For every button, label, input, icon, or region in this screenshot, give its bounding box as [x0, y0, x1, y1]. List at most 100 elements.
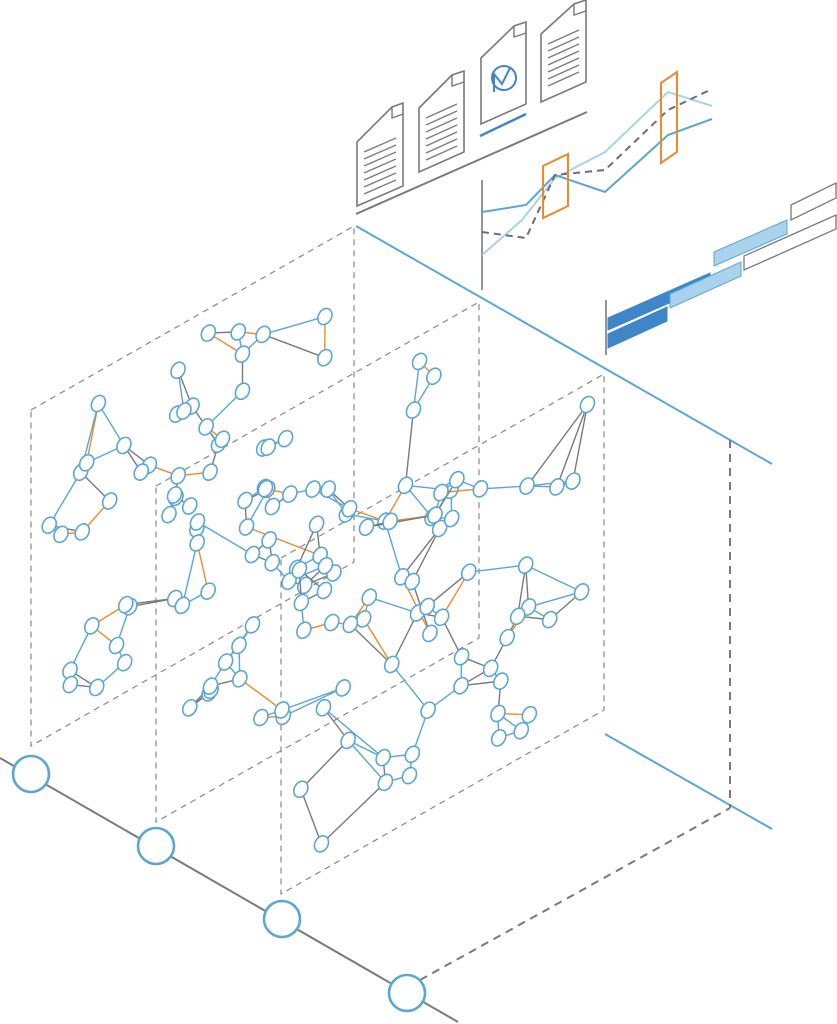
network-node: [355, 610, 372, 628]
network-node: [296, 621, 312, 640]
network-layer: [174, 352, 460, 727]
network-node: [170, 466, 187, 485]
network-edge: [556, 404, 589, 488]
network-node: [260, 438, 277, 457]
bar-segment: [713, 219, 788, 267]
network-node: [189, 534, 206, 552]
timeline-marker[interactable]: [11, 754, 51, 794]
network-edge: [97, 403, 125, 446]
network-edge: [246, 526, 321, 557]
network-node: [443, 509, 460, 528]
network-node: [411, 352, 428, 371]
network-node: [382, 512, 399, 531]
network-node: [244, 545, 261, 564]
line-chart-panel: [481, 70, 713, 290]
network-edge: [300, 739, 349, 790]
network-node: [425, 367, 442, 386]
network-edge: [196, 542, 209, 592]
network-node: [427, 506, 443, 524]
document-icon: [356, 101, 404, 208]
network-node: [202, 463, 218, 481]
network-node: [517, 556, 534, 574]
network-node: [521, 705, 538, 724]
documents-baseline: [355, 111, 588, 215]
network-node: [315, 698, 332, 717]
network-node: [565, 472, 581, 490]
network-node: [490, 704, 506, 723]
network-node: [453, 676, 469, 695]
network-node: [509, 607, 526, 626]
bar-chart-panel: [605, 181, 837, 355]
network-node: [419, 597, 436, 616]
network-edge: [404, 409, 415, 486]
network-node: [482, 659, 499, 678]
network-node: [274, 701, 290, 719]
network-edge: [349, 623, 393, 665]
network-edge: [528, 591, 582, 608]
network-edge: [411, 528, 441, 582]
network-node: [237, 491, 253, 510]
chart-highlight-box: [542, 152, 569, 220]
network-node: [264, 553, 281, 572]
network-node: [264, 497, 281, 516]
network-node: [200, 324, 217, 342]
network-node: [573, 583, 590, 601]
network-node: [472, 480, 489, 498]
network-node: [422, 624, 438, 643]
network-node: [238, 518, 255, 536]
network-node: [358, 518, 375, 537]
network-node: [133, 463, 150, 481]
network-edge: [384, 520, 403, 577]
network-edge: [391, 664, 429, 711]
network-edge: [347, 739, 386, 783]
network-node: [404, 572, 421, 591]
bar-segment: [790, 181, 837, 222]
network-edge: [282, 687, 344, 717]
network-node: [198, 418, 215, 436]
network-node: [202, 677, 219, 695]
network-edge: [262, 333, 326, 359]
network-node: [499, 628, 516, 647]
network-node: [277, 429, 294, 448]
network-node: [340, 731, 356, 750]
network-edge: [262, 315, 326, 336]
network-node: [170, 361, 186, 380]
layer-frame-3: [280, 372, 605, 896]
document-icon: [418, 69, 465, 174]
network-edge: [401, 528, 441, 578]
network-node: [161, 505, 177, 524]
network-node: [316, 581, 333, 600]
network-node: [88, 678, 105, 697]
network-edge: [369, 596, 418, 614]
timeline-marker[interactable]: [387, 973, 427, 1013]
network-node: [453, 647, 470, 666]
network-node: [335, 679, 352, 697]
network-node: [90, 394, 107, 413]
network-node: [282, 485, 298, 503]
network-node: [244, 616, 261, 634]
network-node: [174, 596, 191, 615]
network-node: [83, 617, 100, 635]
network-node: [230, 323, 247, 341]
network-node: [433, 483, 449, 502]
network-node: [234, 382, 251, 401]
network-node: [549, 478, 565, 496]
network-node: [200, 582, 217, 600]
network-edge: [525, 564, 582, 593]
network-node: [217, 653, 234, 671]
network-node: [78, 453, 95, 472]
network-node: [317, 556, 334, 575]
network-edge: [320, 781, 386, 845]
network-node: [375, 748, 392, 767]
network-node: [231, 636, 247, 655]
network-node: [420, 701, 436, 720]
network-node: [166, 486, 183, 504]
timeline-marker[interactable]: [262, 899, 302, 939]
network-node: [116, 653, 133, 672]
network-node: [257, 479, 274, 498]
network-node: [323, 613, 340, 632]
network-node: [405, 401, 422, 419]
timeline-marker[interactable]: [136, 826, 176, 866]
bar-segment: [607, 306, 668, 349]
network-node: [383, 655, 400, 674]
